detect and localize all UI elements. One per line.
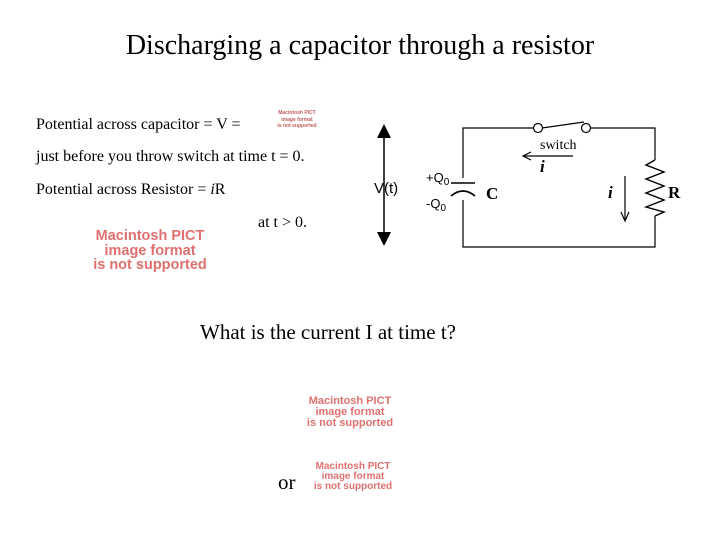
resistor-potential-text: Potential across Resistor = iR — [36, 181, 226, 198]
current-question: What is the current I at time t? — [200, 320, 456, 344]
current-label-top: i — [540, 157, 545, 176]
current-label-right: i — [608, 183, 613, 202]
charge-plus-label: +Q0 — [426, 170, 450, 188]
capacitor-label: C — [486, 184, 498, 203]
pict-placeholder-bottom: Macintosh PICT image format is not suppo… — [313, 461, 393, 492]
after-time-text: at t > 0. — [258, 214, 308, 231]
switch-label: switch — [540, 138, 577, 153]
page-title: Discharging a capacitor through a resist… — [125, 30, 595, 61]
current-arrow-top — [521, 151, 573, 161]
switch-contact-left — [532, 122, 544, 134]
capacitor-symbol — [450, 182, 476, 197]
switch-contact-right — [580, 122, 592, 134]
resistor-symbol — [643, 159, 667, 217]
capacitor-potential-text: Potential across capacitor = V = — [36, 116, 241, 133]
before-switch-text: just before you throw switch at time t =… — [36, 148, 305, 165]
circuit-wires — [462, 121, 656, 248]
pict-placeholder-small: Macintosh PICT image format is not suppo… — [277, 110, 317, 129]
charge-minus-label: -Q0 — [426, 196, 446, 214]
pict-placeholder-large: Macintosh PICT image format is not suppo… — [93, 228, 207, 273]
voltage-label: V(t) — [374, 180, 398, 197]
current-arrow-right — [620, 176, 630, 223]
or-text: or — [278, 470, 296, 494]
resistor-label: R — [668, 183, 681, 202]
voltage-double-arrow — [377, 124, 391, 246]
pict-placeholder-mid: Macintosh PICT image format is not suppo… — [306, 395, 394, 429]
